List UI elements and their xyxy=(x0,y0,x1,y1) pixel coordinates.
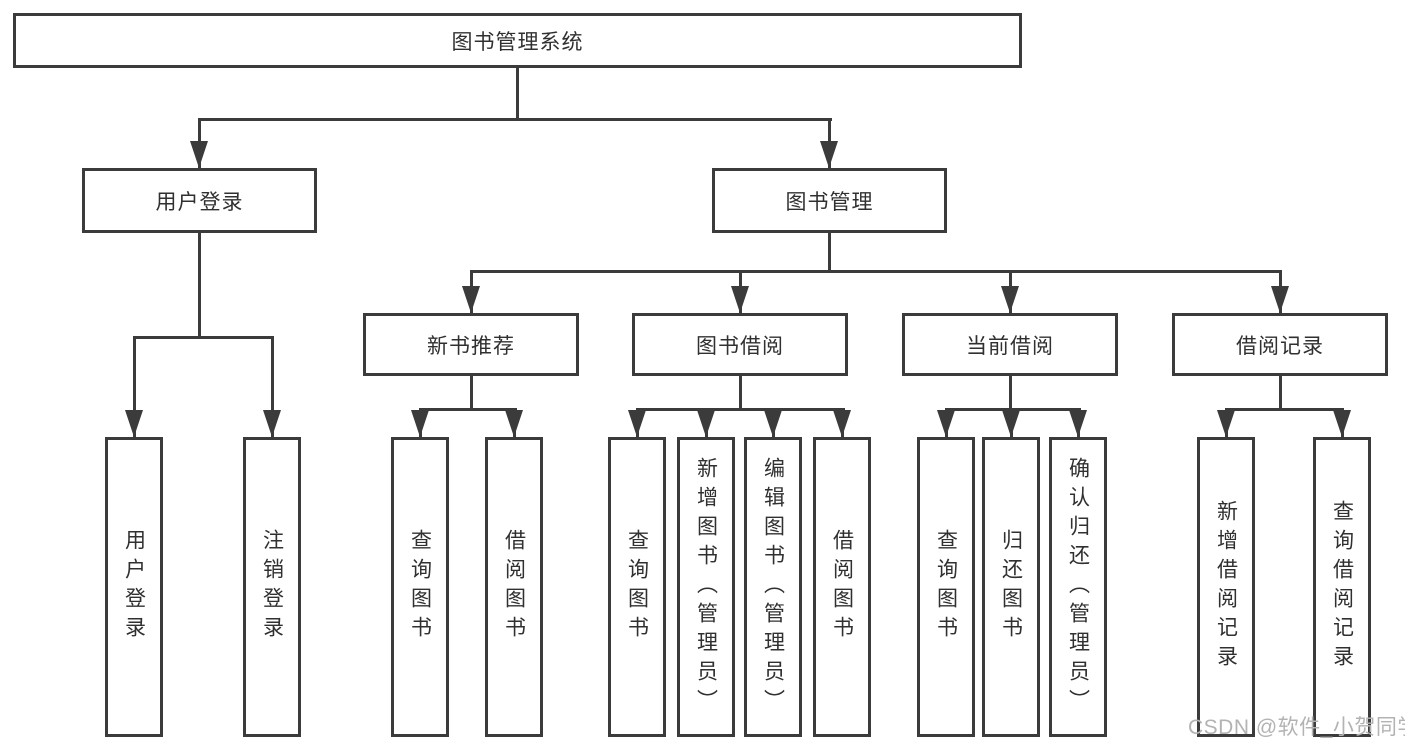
node-borrow-records: 借阅记录 xyxy=(1172,313,1388,376)
connector-line xyxy=(470,270,1282,273)
connector-line xyxy=(945,408,1081,411)
connector-line xyxy=(516,68,519,120)
node-system-root: 图书管理系统 xyxy=(13,13,1022,68)
leaf-add-book-admin: 新增图书（管理员） xyxy=(677,437,735,737)
connector-line xyxy=(739,376,742,411)
leaf-query-book: 查询图书 xyxy=(391,437,449,737)
connector-line xyxy=(1225,408,1344,411)
connector-line xyxy=(1009,376,1012,411)
connector-line xyxy=(828,233,831,273)
node-book-management: 图书管理 xyxy=(712,168,947,233)
leaf-query-book: 查询图书 xyxy=(608,437,666,737)
node-book-borrow: 图书借阅 xyxy=(632,313,848,376)
node-current-borrow: 当前借阅 xyxy=(902,313,1118,376)
connector-arrow xyxy=(462,286,480,313)
connector-arrow xyxy=(1217,410,1235,437)
leaf-return-book: 归还图书 xyxy=(982,437,1040,737)
leaf-logout: 注销登录 xyxy=(243,437,301,737)
connector-arrow xyxy=(820,141,838,168)
connector-line xyxy=(133,336,136,437)
connector-arrow xyxy=(411,410,429,437)
connector-arrow xyxy=(505,410,523,437)
connector-line xyxy=(198,118,832,121)
connector-line xyxy=(1279,376,1282,411)
connector-line xyxy=(271,336,274,437)
leaf-query-borrow-record: 查询借阅记录 xyxy=(1313,437,1371,737)
connector-arrow xyxy=(731,286,749,313)
connector-line xyxy=(133,336,274,339)
connector-line xyxy=(636,408,845,411)
node-new-book-recommend: 新书推荐 xyxy=(363,313,579,376)
connector-arrow xyxy=(833,410,851,437)
leaf-confirm-return-admin: 确认归还（管理员） xyxy=(1049,437,1107,737)
csdn-watermark: CSDN @软件_小贺同学 xyxy=(1188,716,1405,739)
leaf-query-book: 查询图书 xyxy=(917,437,975,737)
leaf-add-borrow-record: 新增借阅记录 xyxy=(1197,437,1255,737)
connector-arrow xyxy=(1271,286,1289,313)
connector-arrow xyxy=(1069,410,1087,437)
connector-arrow xyxy=(697,410,715,437)
connector-arrow xyxy=(1002,410,1020,437)
connector-arrow xyxy=(1333,410,1351,437)
connector-arrow xyxy=(263,410,281,437)
connector-arrow xyxy=(628,410,646,437)
leaf-user-login: 用户登录 xyxy=(105,437,163,737)
connector-arrow xyxy=(764,410,782,437)
connector-line xyxy=(419,408,517,411)
connector-line xyxy=(198,233,201,339)
connector-arrow xyxy=(1001,286,1019,313)
connector-arrow xyxy=(190,141,208,168)
connector-line xyxy=(470,376,473,411)
leaf-borrow-book: 借阅图书 xyxy=(813,437,871,737)
node-user-login: 用户登录 xyxy=(82,168,317,233)
leaf-borrow-book: 借阅图书 xyxy=(485,437,543,737)
leaf-edit-book-admin: 编辑图书（管理员） xyxy=(744,437,802,737)
connector-arrow xyxy=(937,410,955,437)
connector-arrow xyxy=(125,410,143,437)
